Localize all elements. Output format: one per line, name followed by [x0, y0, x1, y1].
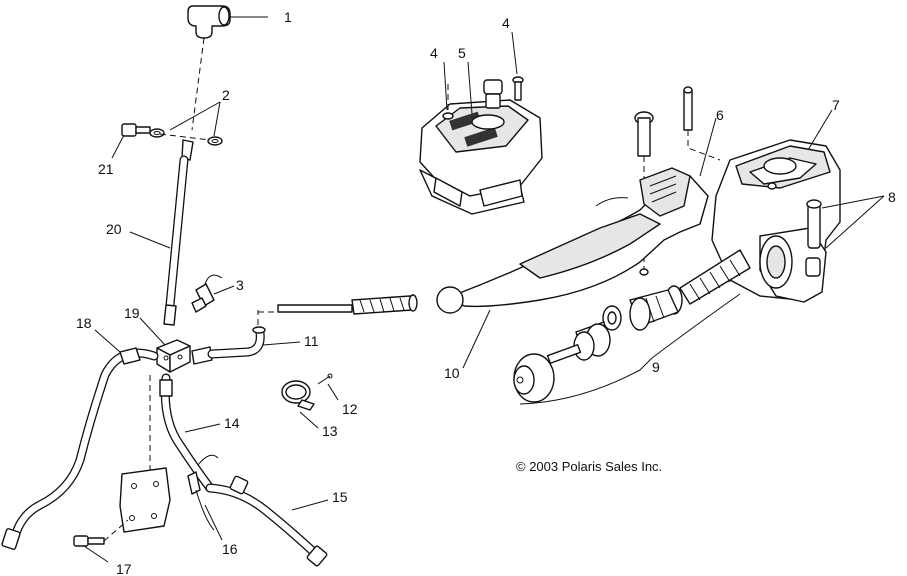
callout-11: 11 [304, 333, 319, 349]
callout-4a: 4 [430, 45, 438, 61]
callout-10: 10 [444, 365, 460, 381]
screw-part-4a [442, 61, 454, 120]
callout-7: 7 [832, 97, 840, 113]
screw-part-4b [511, 31, 524, 101]
tee-fitting-part-1 [187, 5, 268, 39]
copyright-notice: © 2003 Polaris Sales Inc. [516, 459, 662, 474]
push-rod [258, 294, 418, 315]
callout-18: 18 [76, 315, 92, 331]
callout-2: 2 [222, 87, 230, 103]
callout-15: 15 [332, 489, 348, 505]
clamp-part-13 [281, 380, 319, 429]
leader-part-6 [699, 117, 717, 177]
washer-part-2 [149, 101, 223, 146]
callout-20: 20 [106, 221, 122, 237]
callout-14: 14 [224, 415, 240, 431]
callout-6: 6 [716, 107, 724, 123]
plug [483, 79, 503, 109]
clip-part-16 [187, 471, 223, 541]
callout-3: 3 [236, 277, 244, 293]
hose-part-14 [159, 373, 221, 493]
brake-lever-part-10 [436, 167, 709, 369]
reservoir-cover-part-5 [419, 61, 543, 215]
hose-part-18 [1, 329, 159, 550]
callout-13: 13 [322, 423, 338, 439]
callout-16: 16 [222, 541, 238, 557]
screw-part-12 [317, 373, 339, 401]
piston-assembly-part-9 [513, 249, 751, 405]
bracket-part-17 [73, 375, 171, 563]
callout-12: 12 [342, 401, 358, 417]
junction-block-part-19 [139, 317, 191, 373]
callout-17: 17 [116, 561, 132, 576]
callout-19: 19 [124, 305, 140, 321]
callout-4b: 4 [502, 15, 510, 31]
banjo-bolt-part-21 [111, 123, 151, 159]
bent-tube-part-11 [191, 310, 301, 365]
callout-8: 8 [888, 189, 896, 205]
hose-part-15 [205, 475, 329, 567]
callout-5: 5 [458, 45, 466, 61]
brake-line-part-20 [129, 139, 194, 326]
callout-1: 1 [284, 9, 292, 25]
brake-switch-part-3 [191, 274, 235, 313]
callout-9: 9 [652, 359, 660, 375]
callout-21: 21 [98, 161, 114, 177]
